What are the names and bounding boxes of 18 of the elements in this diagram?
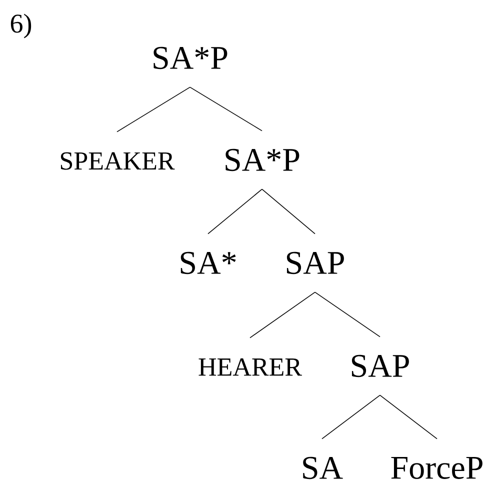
category-label: SPEAKER [60,152,175,170]
tree-branch [116,86,190,132]
node-label: SA* [180,252,236,274]
tree-branch [314,292,380,338]
tree-branch [208,188,262,234]
node-label: SA*P [226,148,300,172]
node-label: SAP [352,354,409,378]
category-label: HEARER [198,358,302,376]
node-label: SAP [286,252,344,274]
node-label: SA*P [154,46,228,70]
tree-branch [250,292,316,338]
tree-branch [322,394,380,440]
node-label: SA [303,456,343,480]
tree-branch [380,394,438,440]
node-label: ForceP [391,457,482,479]
tree-branch [190,86,262,132]
item-number: 6) [10,14,32,38]
tree-branch [262,188,316,234]
